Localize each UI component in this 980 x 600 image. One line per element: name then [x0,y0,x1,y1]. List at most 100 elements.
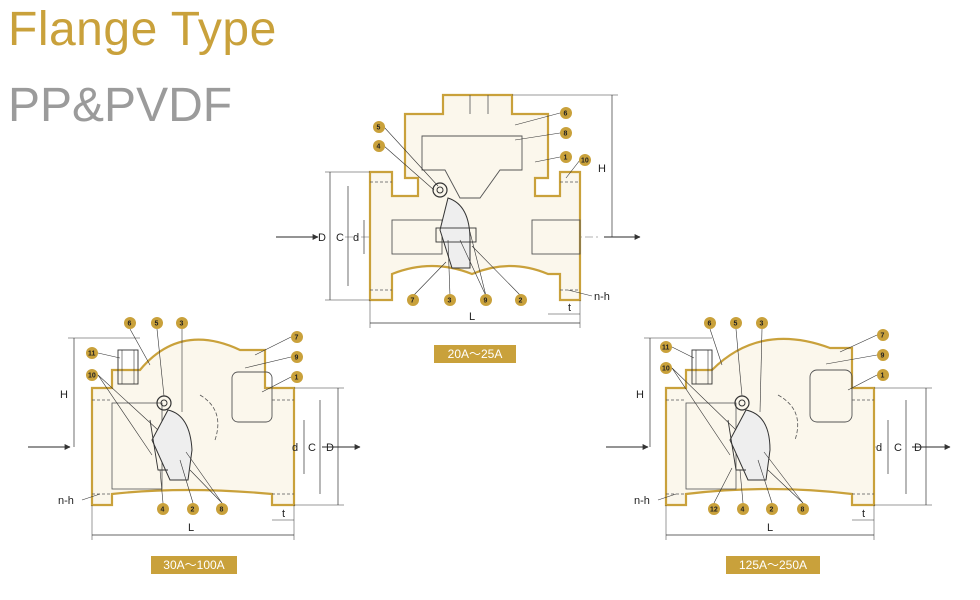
range-badge-label: 125A～250A [739,558,807,572]
part-callout: 11 [660,341,695,359]
svg-text:12: 12 [710,507,718,514]
part-callout: 5 [730,317,743,397]
svg-text:7: 7 [881,333,885,340]
svg-text:10: 10 [662,366,670,373]
page-subtitle: PP&PVDF [8,79,233,132]
dim-nh-label: n-h [58,495,74,507]
svg-text:9: 9 [295,355,299,362]
part-callout: 9 [244,351,303,369]
dim-D-label: D [914,442,922,454]
dim-t-label: t [282,508,285,520]
page-title: Flange Type [8,3,277,56]
part-callout: 9 [825,349,889,365]
svg-text:5: 5 [155,321,159,328]
range-badge-label: 20A～25A [448,347,503,361]
diagram-left: H D C d L t n-h 6 5 3 7 11 9 10 1 4 2 8 … [28,317,361,574]
part-callout: 10 [565,154,591,179]
diagram-top: D C d H L t n-h 5 4 6 8 1 10 7 3 9 2 20A… [276,93,641,363]
dim-C-label: C [894,442,902,454]
svg-text:4: 4 [161,507,165,514]
svg-text:6: 6 [708,321,712,328]
dim-d-label: d [292,442,298,454]
svg-text:11: 11 [88,351,96,358]
part-callout: 2 [757,459,778,515]
svg-text:11: 11 [662,345,670,352]
part-callout: 1 [534,151,572,163]
svg-text:2: 2 [191,507,195,514]
dim-d-label: d [353,232,359,244]
svg-text:5: 5 [734,321,738,328]
dim-nh-label: n-h [594,291,610,303]
range-badge-label: 30A～100A [163,558,224,572]
dim-L-label: L [767,522,773,534]
part-callout: 6 [124,317,151,366]
dim-H-label: H [598,163,606,175]
dim-t-label: t [862,508,865,520]
svg-text:8: 8 [801,507,805,514]
svg-text:6: 6 [564,111,568,118]
part-callout: 8 [763,451,809,515]
part-callout: 7 [407,261,447,306]
part-callout: 3 [444,239,456,306]
part-callout: 11 [86,347,121,359]
range-badge [151,556,237,574]
svg-text:10: 10 [581,158,589,165]
part-callout: 8 [514,127,572,141]
svg-text:7: 7 [295,335,299,342]
part-callout: 8 [185,451,228,515]
svg-text:3: 3 [180,321,184,328]
dim-L-label: L [469,311,475,323]
svg-text:3: 3 [448,298,452,305]
part-callout: 3 [756,317,768,413]
svg-text:2: 2 [770,507,774,514]
svg-text:2: 2 [519,298,523,305]
svg-text:6: 6 [128,321,132,328]
range-badge [434,345,516,363]
dim-d-label: d [876,442,882,454]
part-callout: 7 [254,331,303,356]
dim-L-label: L [188,522,194,534]
valve-body-outline [664,337,876,507]
part-callout: 1 [847,369,889,391]
part-callout: 7 [839,329,889,353]
part-callout: 4 [373,140,435,191]
dim-C-label: C [336,232,344,244]
svg-text:7: 7 [411,298,415,305]
range-badge [726,556,820,574]
part-callout: 5 [373,121,439,187]
part-callout: 4 [737,469,749,515]
part-callout: 4 [157,469,169,515]
part-callout: 6 [514,107,572,126]
dim-t-label: t [568,302,571,314]
svg-text:1: 1 [881,373,885,380]
svg-text:9: 9 [881,353,885,360]
svg-text:10: 10 [88,373,96,380]
svg-text:1: 1 [564,155,568,162]
dim-H-label: H [60,389,68,401]
svg-text:1: 1 [295,375,299,382]
svg-text:4: 4 [377,144,381,151]
valve-body-outline [368,93,582,302]
part-callout: 2 [471,245,527,306]
part-callout: 10 [660,362,737,456]
svg-text:4: 4 [741,507,745,514]
part-callout: 1 [261,371,303,393]
svg-text:8: 8 [564,131,568,138]
dim-C-label: C [308,442,316,454]
dim-D-label: D [318,232,326,244]
svg-text:3: 3 [760,321,764,328]
diagram-right: H D C d L t n-h 6 5 3 7 11 9 10 1 12 4 2… [606,317,951,574]
svg-text:8: 8 [220,507,224,514]
part-callout: 12 [708,467,733,515]
svg-text:9: 9 [484,298,488,305]
part-callout: 6 [704,317,723,366]
part-callout: 9 [459,231,492,306]
svg-text:5: 5 [377,125,381,132]
part-callout: 5 [151,317,165,397]
dim-D-label: D [326,442,334,454]
part-callout: 10 [86,369,159,456]
part-callout: 3 [176,317,188,412]
dim-nh-label: n-h [634,495,650,507]
part-callout: 2 [179,459,199,515]
